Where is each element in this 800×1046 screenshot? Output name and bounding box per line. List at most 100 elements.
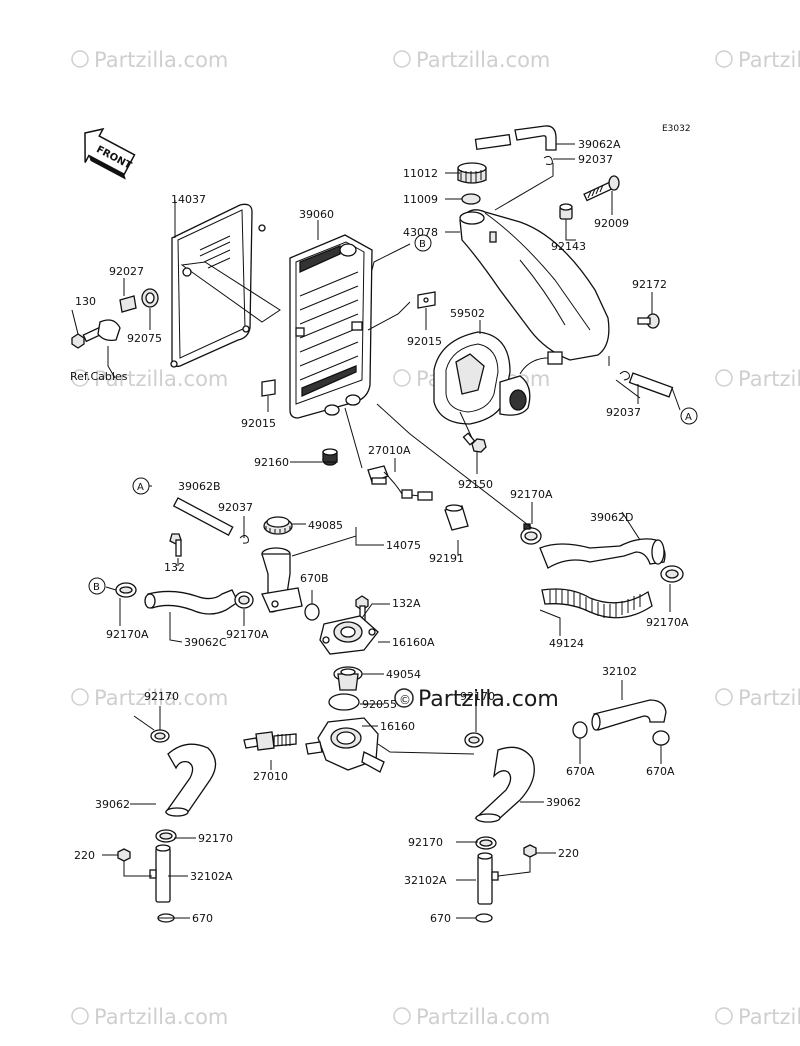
radiator-39060 bbox=[289, 234, 373, 419]
bracket-92015-lower bbox=[261, 379, 276, 397]
clamp-92170-right-bottom bbox=[475, 836, 497, 850]
hose-49124 bbox=[541, 588, 653, 619]
thermostat-housing-16160 bbox=[305, 717, 385, 773]
ref-cables-label: Ref.Cables bbox=[70, 370, 128, 383]
o-ring-670A-left bbox=[572, 721, 588, 739]
bolt-130 bbox=[71, 319, 121, 349]
shroud-14037 bbox=[170, 203, 281, 368]
part-number: 92015 bbox=[407, 335, 442, 348]
part-number: 49124 bbox=[549, 637, 584, 650]
damper-92075 bbox=[141, 288, 159, 308]
callout-A-right: A bbox=[680, 407, 698, 425]
water-pump-59502 bbox=[433, 331, 563, 425]
diagram-code: E3032 bbox=[662, 124, 691, 134]
clamp-92170A-right bbox=[660, 565, 684, 583]
bolt-220-right bbox=[523, 844, 537, 858]
cap-92191 bbox=[444, 504, 469, 531]
clamp-92170-left-top bbox=[150, 729, 170, 743]
part-number: 39060 bbox=[299, 208, 334, 221]
part-number: 132A bbox=[392, 597, 421, 610]
clamp-92170-right-top bbox=[464, 732, 484, 748]
clamp-92170-left-bottom bbox=[155, 829, 177, 843]
clamp-92170A-neck bbox=[234, 591, 254, 609]
pipe-32102A-right bbox=[477, 852, 499, 905]
part-number: 670 bbox=[430, 912, 451, 925]
gasket-11009 bbox=[461, 193, 481, 205]
part-number: 92170A bbox=[510, 488, 553, 501]
hose-39062-right bbox=[474, 746, 535, 823]
svg-text:©: © bbox=[399, 693, 411, 707]
svg-text:Partzilla.com: Partzilla.com bbox=[738, 367, 800, 391]
svg-text:Partzilla.com: Partzilla.com bbox=[94, 686, 228, 710]
part-number: 43078 bbox=[403, 226, 438, 239]
part-number: 49085 bbox=[308, 519, 343, 532]
pipe-32102 bbox=[591, 699, 667, 731]
part-number: 39062A bbox=[578, 138, 621, 151]
part-number: 92037 bbox=[218, 501, 253, 514]
part-number: 39062C bbox=[184, 636, 227, 649]
watermark: Partzilla.com bbox=[71, 1005, 228, 1029]
svg-text:Partzilla.com: Partzilla.com bbox=[416, 48, 550, 72]
part-number: 39062B bbox=[178, 480, 221, 493]
callout-B-left: B bbox=[88, 577, 106, 595]
part-number: 670 bbox=[192, 912, 213, 925]
part-number: 92170 bbox=[460, 690, 495, 703]
hose-39062C bbox=[144, 589, 239, 615]
clip-92037-top bbox=[543, 155, 553, 165]
part-number: 132 bbox=[164, 561, 185, 574]
part-number: 39062 bbox=[546, 796, 581, 809]
svg-text:B: B bbox=[93, 582, 100, 593]
watermark: Partzilla.com bbox=[393, 48, 550, 72]
part-number: 92170A bbox=[646, 616, 689, 629]
svg-text:A: A bbox=[137, 482, 144, 493]
part-number: 92037 bbox=[578, 153, 613, 166]
part-number: 130 bbox=[75, 295, 96, 308]
front-arrow-icon: FRONT bbox=[84, 127, 136, 180]
part-number: 32102A bbox=[190, 870, 233, 883]
part-number: 39062D bbox=[590, 511, 633, 524]
svg-text:Partzilla.com: Partzilla.com bbox=[94, 367, 228, 391]
cap-11012 bbox=[457, 162, 487, 184]
svg-text:Partzilla.com: Partzilla.com bbox=[416, 1005, 550, 1029]
part-number: 670B bbox=[300, 572, 329, 585]
clip-92037-left bbox=[239, 535, 249, 544]
watermark: Partzilla.com bbox=[715, 367, 800, 391]
part-number: 92055 bbox=[362, 698, 397, 711]
part-number: 11009 bbox=[403, 193, 438, 206]
watermark: Partzilla.com bbox=[715, 1005, 800, 1029]
watermark: Partzilla.com bbox=[71, 367, 228, 391]
bolt-92172 bbox=[637, 313, 660, 329]
svg-text:Partzilla.com: Partzilla.com bbox=[94, 1005, 228, 1029]
bolt-92009 bbox=[583, 175, 620, 202]
part-number: 220 bbox=[74, 849, 95, 862]
sensor-27010 bbox=[243, 731, 297, 751]
o-ring-670B bbox=[304, 603, 320, 621]
part-number: 27010 bbox=[253, 770, 288, 783]
hose-39062-left bbox=[164, 743, 217, 817]
bracket-92015-upper bbox=[417, 291, 436, 309]
o-ring-670A-right bbox=[652, 730, 670, 746]
bolt-92150 bbox=[462, 432, 487, 453]
part-number: 92170 bbox=[144, 690, 179, 703]
center-watermark: © Partzilla.com bbox=[394, 687, 559, 712]
part-number: 92015 bbox=[241, 417, 276, 430]
part-number: 92170A bbox=[106, 628, 149, 641]
part-number: 92160 bbox=[254, 456, 289, 469]
part-number: 220 bbox=[558, 847, 579, 860]
hose-small-right bbox=[619, 371, 674, 398]
hose-39062D bbox=[539, 538, 666, 569]
part-number: 670A bbox=[566, 765, 595, 778]
clamp-92170A-mid bbox=[520, 523, 542, 545]
part-number: 11012 bbox=[403, 167, 438, 180]
part-number: 39062 bbox=[95, 798, 130, 811]
grommet-92160 bbox=[322, 448, 338, 466]
thermostat-49054 bbox=[333, 666, 363, 691]
part-number: 14075 bbox=[386, 539, 421, 552]
part-number: 92150 bbox=[458, 478, 493, 491]
part-number: 59502 bbox=[450, 307, 485, 320]
part-labels: 39062A 92037 11012 11009 92009 43078 921… bbox=[70, 138, 689, 925]
clamp-92170A-left bbox=[115, 582, 137, 598]
watermark: Partzilla.com bbox=[71, 686, 228, 710]
svg-text:Partzilla.com: Partzilla.com bbox=[738, 686, 800, 710]
